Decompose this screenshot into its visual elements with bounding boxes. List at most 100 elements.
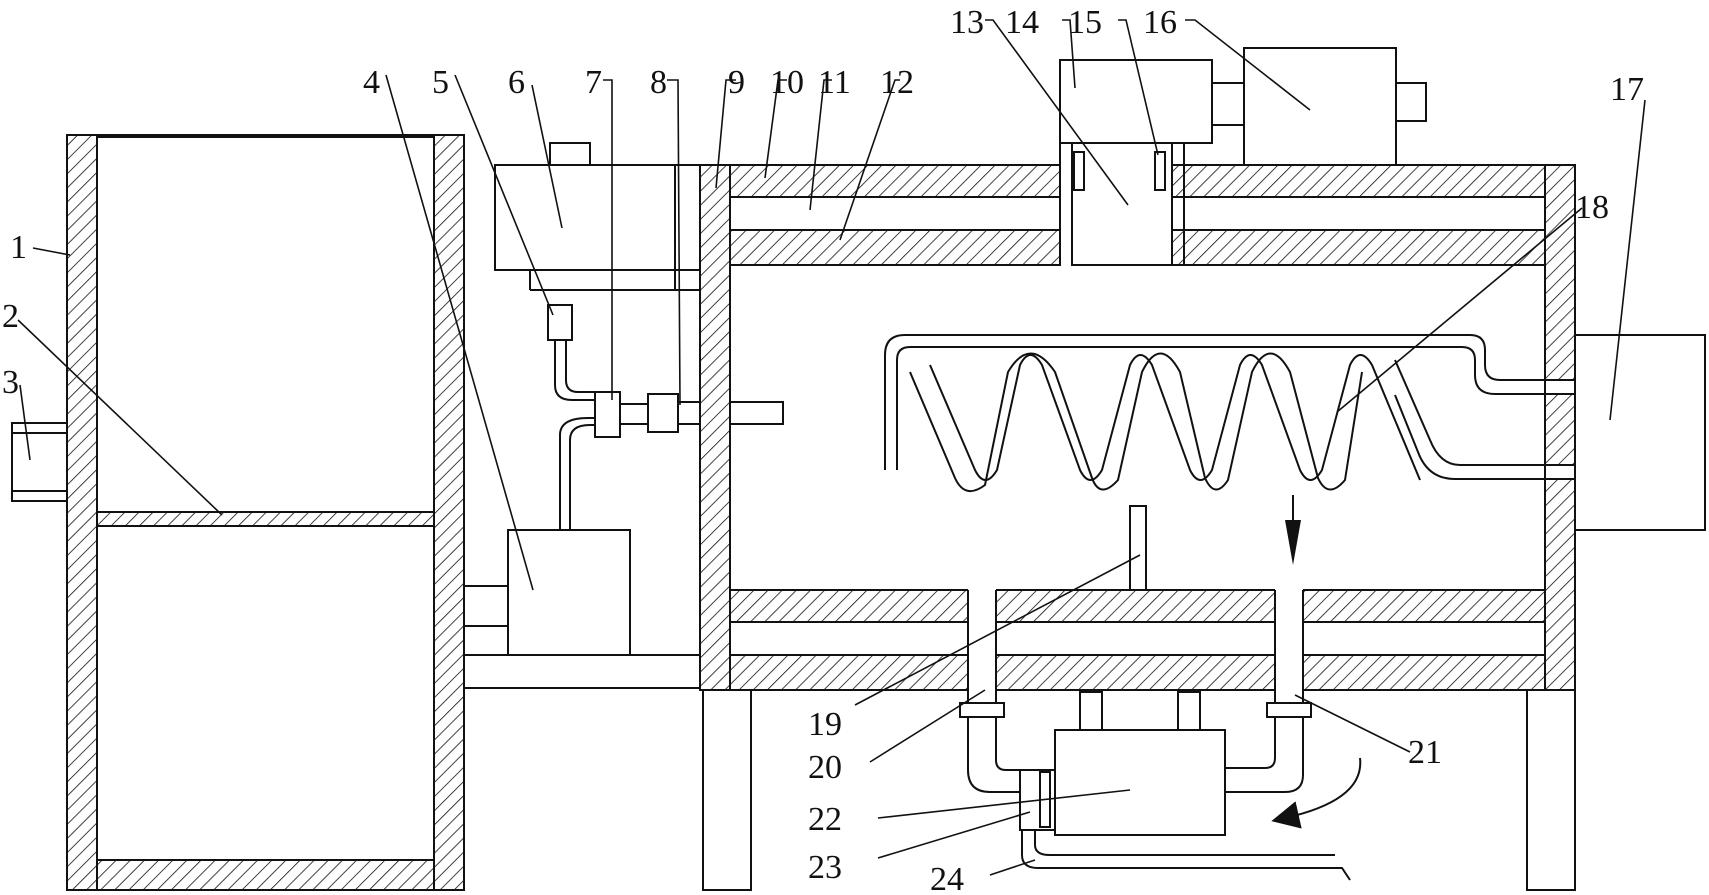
- coupling: [1211, 82, 1245, 126]
- pipe-20-outer: [967, 717, 1020, 793]
- pump-unit: [463, 529, 700, 689]
- top-drive: [1059, 47, 1427, 266]
- pipe-21-outer: [1225, 717, 1304, 793]
- flow-arrow-head: [1285, 520, 1301, 565]
- label-21: 21: [1408, 734, 1442, 771]
- chamber-top-inner-a: [729, 229, 1061, 266]
- pipe-5-a: [554, 340, 595, 401]
- coil-feed-outer: [1394, 359, 1545, 466]
- label-9: 9: [728, 64, 745, 101]
- inlet-pipe: [11, 422, 68, 502]
- leader-20: [869, 689, 986, 763]
- leader-14: [1062, 19, 1076, 89]
- left-tank-wall-right: [433, 134, 465, 891]
- leg-left: [702, 689, 752, 891]
- chamber-bottom-inner: [729, 589, 1546, 623]
- leader-15: [1118, 19, 1159, 156]
- leader-19: [854, 554, 1141, 706]
- valve-7: [594, 391, 621, 438]
- filter-screen: [96, 511, 435, 527]
- main-chamber: [699, 164, 1576, 891]
- label-13: 13: [950, 4, 984, 41]
- seal-left: [1073, 151, 1085, 191]
- heater-unit: [884, 334, 1706, 565]
- labels: 1 2 3 4 5 6 7 8 9 10 11 12 13 14 15 16 1…: [2, 4, 1644, 895]
- label-22: 22: [808, 801, 842, 838]
- label-4: 4: [363, 64, 380, 101]
- leader-lines: [17, 19, 1646, 876]
- pump-mount-r: [1177, 691, 1201, 731]
- leader-2: [17, 319, 223, 516]
- drain-pipe-top: [1021, 830, 1351, 881]
- label-16: 16: [1143, 4, 1177, 41]
- flange-21: [1266, 702, 1312, 718]
- leader-4: [385, 74, 534, 591]
- leader-11: [809, 79, 832, 211]
- leader-23: [877, 811, 1031, 859]
- label-5: 5: [432, 64, 449, 101]
- coil-return-outer: [884, 334, 1545, 470]
- leader-1: [32, 247, 71, 256]
- heater-port-bottom: [1544, 464, 1576, 480]
- leader-13: [985, 19, 1129, 206]
- leader-18: [1336, 207, 1583, 413]
- pipe-20-inner: [995, 717, 1020, 771]
- cylinder-14: [1059, 59, 1213, 144]
- label-7: 7: [585, 64, 602, 101]
- label-23: 23: [808, 849, 842, 886]
- coil-return-inner: [896, 346, 1545, 470]
- label-14: 14: [1005, 4, 1039, 41]
- pipe-pump-b: [559, 417, 595, 530]
- chamber-top-outer-a: [729, 164, 1061, 198]
- label-11: 11: [818, 64, 851, 101]
- leg-right: [1526, 689, 1576, 891]
- leader-21: [1294, 694, 1411, 753]
- floor-gap-right: [1275, 588, 1303, 692]
- pump-box: [507, 529, 631, 656]
- bottom-pump: [959, 691, 1362, 881]
- label-2: 2: [2, 298, 19, 335]
- label-24: 24: [930, 861, 964, 895]
- label-19: 19: [808, 706, 842, 743]
- flange-20: [959, 702, 1005, 718]
- inlet-pipe-bottom: [11, 490, 68, 502]
- upper-tank: [494, 142, 701, 291]
- pipe-pump-a: [569, 424, 595, 530]
- floor-gap-left: [968, 588, 996, 692]
- label-17: 17: [1610, 71, 1644, 108]
- chamber-wall-left: [699, 164, 731, 691]
- rotation-arrow: [1271, 757, 1362, 829]
- left-tank: [11, 134, 465, 891]
- heater-port-top: [1544, 379, 1576, 395]
- motor-16: [1243, 47, 1397, 166]
- label-6: 6: [508, 64, 525, 101]
- heater-box: [1574, 334, 1706, 531]
- motor-shaft: [1395, 82, 1427, 122]
- left-tank-top-edge: [96, 134, 435, 138]
- label-1: 1: [10, 229, 27, 266]
- leader-10: [764, 79, 787, 179]
- pipe-5-b: [565, 340, 595, 393]
- chamber-bottom-outer: [729, 654, 1546, 691]
- leader-16: [1185, 19, 1311, 111]
- baffle: [1129, 505, 1147, 591]
- leader-8: [667, 79, 681, 406]
- drain-pipe-bottom: [1034, 830, 1335, 856]
- coil-spiral-outer: [929, 354, 1421, 481]
- pump-mount-l: [1079, 691, 1103, 731]
- label-18: 18: [1575, 189, 1609, 226]
- inlet-pipe-top: [11, 422, 68, 434]
- chamber-top-inner-b: [1171, 229, 1546, 266]
- left-tank-wall-left: [66, 134, 98, 891]
- valve-8: [647, 393, 679, 433]
- leader-5: [454, 74, 554, 316]
- leader-9: [715, 79, 736, 189]
- chamber-wall-right: [1544, 164, 1576, 691]
- label-3: 3: [2, 364, 19, 401]
- upper-tank-cap: [549, 142, 591, 166]
- coil-spiral-inner: [909, 352, 1363, 493]
- piping: [547, 304, 784, 530]
- leader-12: [839, 79, 900, 241]
